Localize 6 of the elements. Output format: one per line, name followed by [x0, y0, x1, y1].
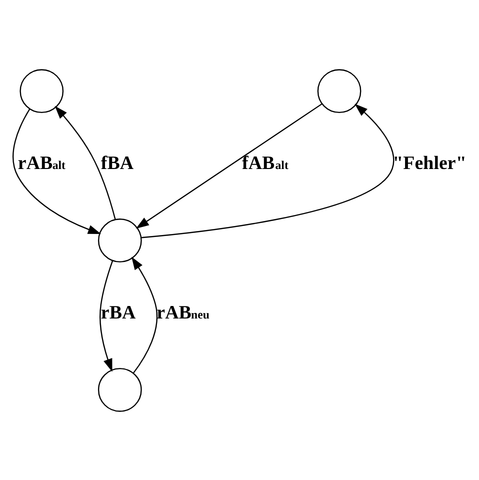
- edge-label: fABalt: [242, 152, 288, 174]
- edge-label: rABneu: [156, 302, 210, 324]
- edge-label: "Fehler": [392, 152, 466, 174]
- edge-label: rBA: [100, 302, 136, 324]
- edge-label: rABalt: [18, 152, 66, 174]
- edge-label: fBA: [100, 152, 134, 174]
